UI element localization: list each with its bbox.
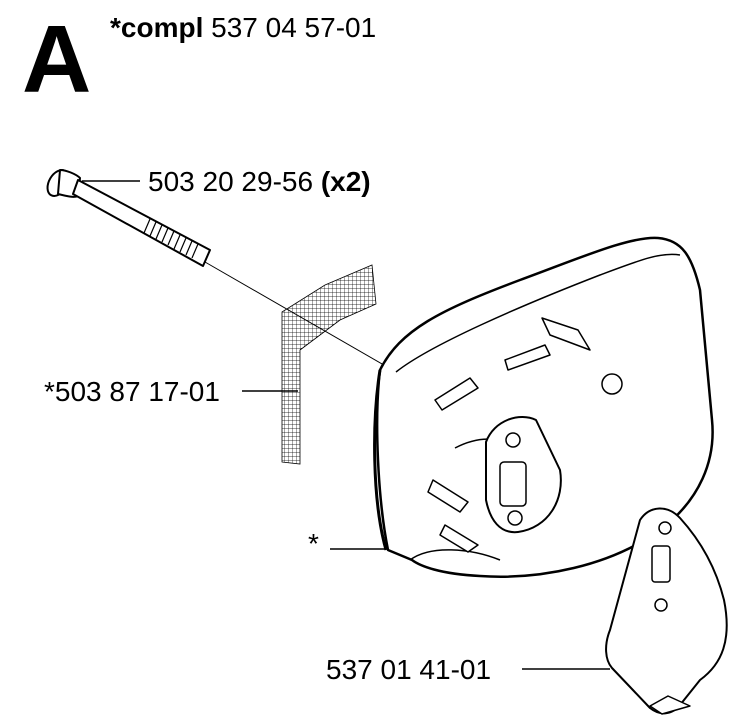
bolt-callout: 503 20 29-56 (x2): [148, 168, 371, 196]
leader-lines: [82, 180, 610, 670]
bolt: [46, 169, 211, 267]
spark-screen: [281, 264, 377, 465]
screen-part-number: *503 87 17-01: [44, 376, 220, 407]
muffler-part-number: *: [308, 528, 319, 559]
muffler-callout: *: [308, 530, 319, 558]
assembly-prefix: *compl: [110, 12, 204, 43]
gasket-callout: 537 01 41-01: [326, 656, 491, 684]
bolt-quantity: (x2): [320, 166, 371, 197]
assembly-label: *compl 537 04 57-01: [110, 14, 376, 42]
section-letter: A: [22, 6, 92, 113]
gasket: [605, 507, 728, 715]
screen-callout: *503 87 17-01: [44, 378, 220, 406]
gasket-part-number: 537 01 41-01: [326, 654, 492, 685]
muffler-body: [373, 236, 714, 578]
bolt-part-number: 503 20 29-56: [148, 166, 314, 197]
assembly-number: 537 04 57-01: [211, 12, 377, 43]
